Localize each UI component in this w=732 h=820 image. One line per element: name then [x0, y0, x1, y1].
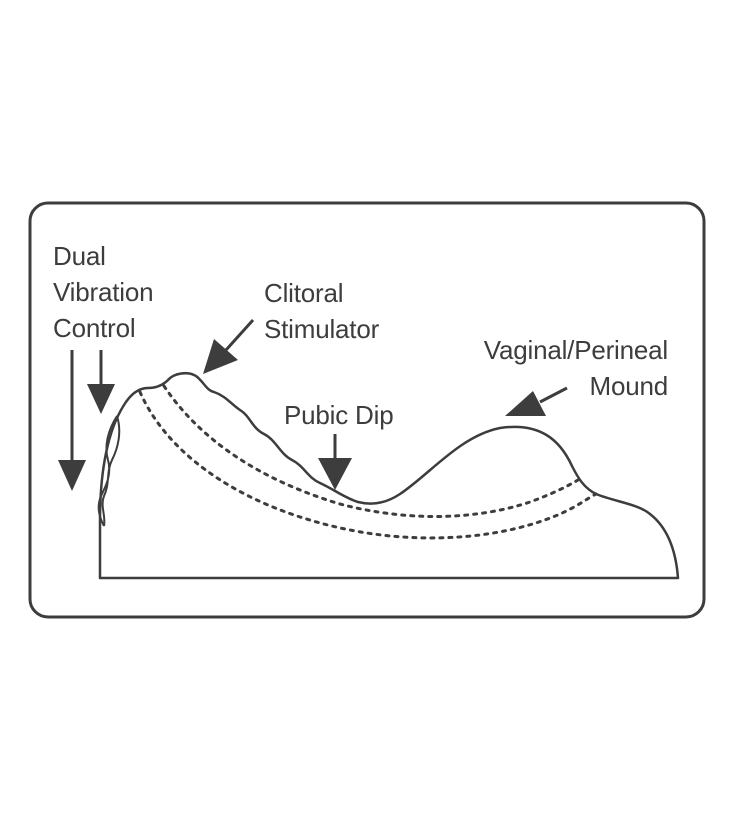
product-outline — [98, 371, 680, 580]
arrow-dual-vibration-long — [58, 350, 86, 491]
inner-channel-lower — [138, 390, 598, 540]
label-dual-line-3: Control — [53, 313, 136, 343]
label-vaginal-line-1: Vaginal/Perineal — [483, 335, 668, 365]
arrow-pubic-dip — [318, 434, 352, 490]
arrow-dual-vibration-short — [87, 350, 115, 414]
diagram-frame — [28, 201, 706, 619]
label-dual-line-2: Vibration — [53, 277, 154, 307]
label-clitoral-stimulator: Clitoral Stimulator — [264, 275, 379, 347]
label-dual-line-1: Dual — [53, 241, 106, 271]
vibration-control-buttons — [97, 415, 121, 527]
arrow-vaginal-perineal-mound — [505, 386, 568, 416]
arrow-clitoral-stimulator — [203, 318, 255, 374]
label-dual-vibration-control: Dual Vibration Control — [53, 238, 154, 346]
label-vaginal-line-2: Mound — [589, 371, 669, 401]
label-pubic-dip: Pubic Dip — [284, 397, 394, 433]
inner-channel-upper — [162, 384, 580, 518]
label-clitoral-line-2: Stimulator — [264, 314, 380, 344]
label-vaginal-perineal-mound: Vaginal/Perineal Mound — [484, 332, 668, 404]
label-clitoral-line-1: Clitoral — [264, 278, 344, 308]
label-pubic-dip-text: Pubic Dip — [284, 400, 394, 430]
